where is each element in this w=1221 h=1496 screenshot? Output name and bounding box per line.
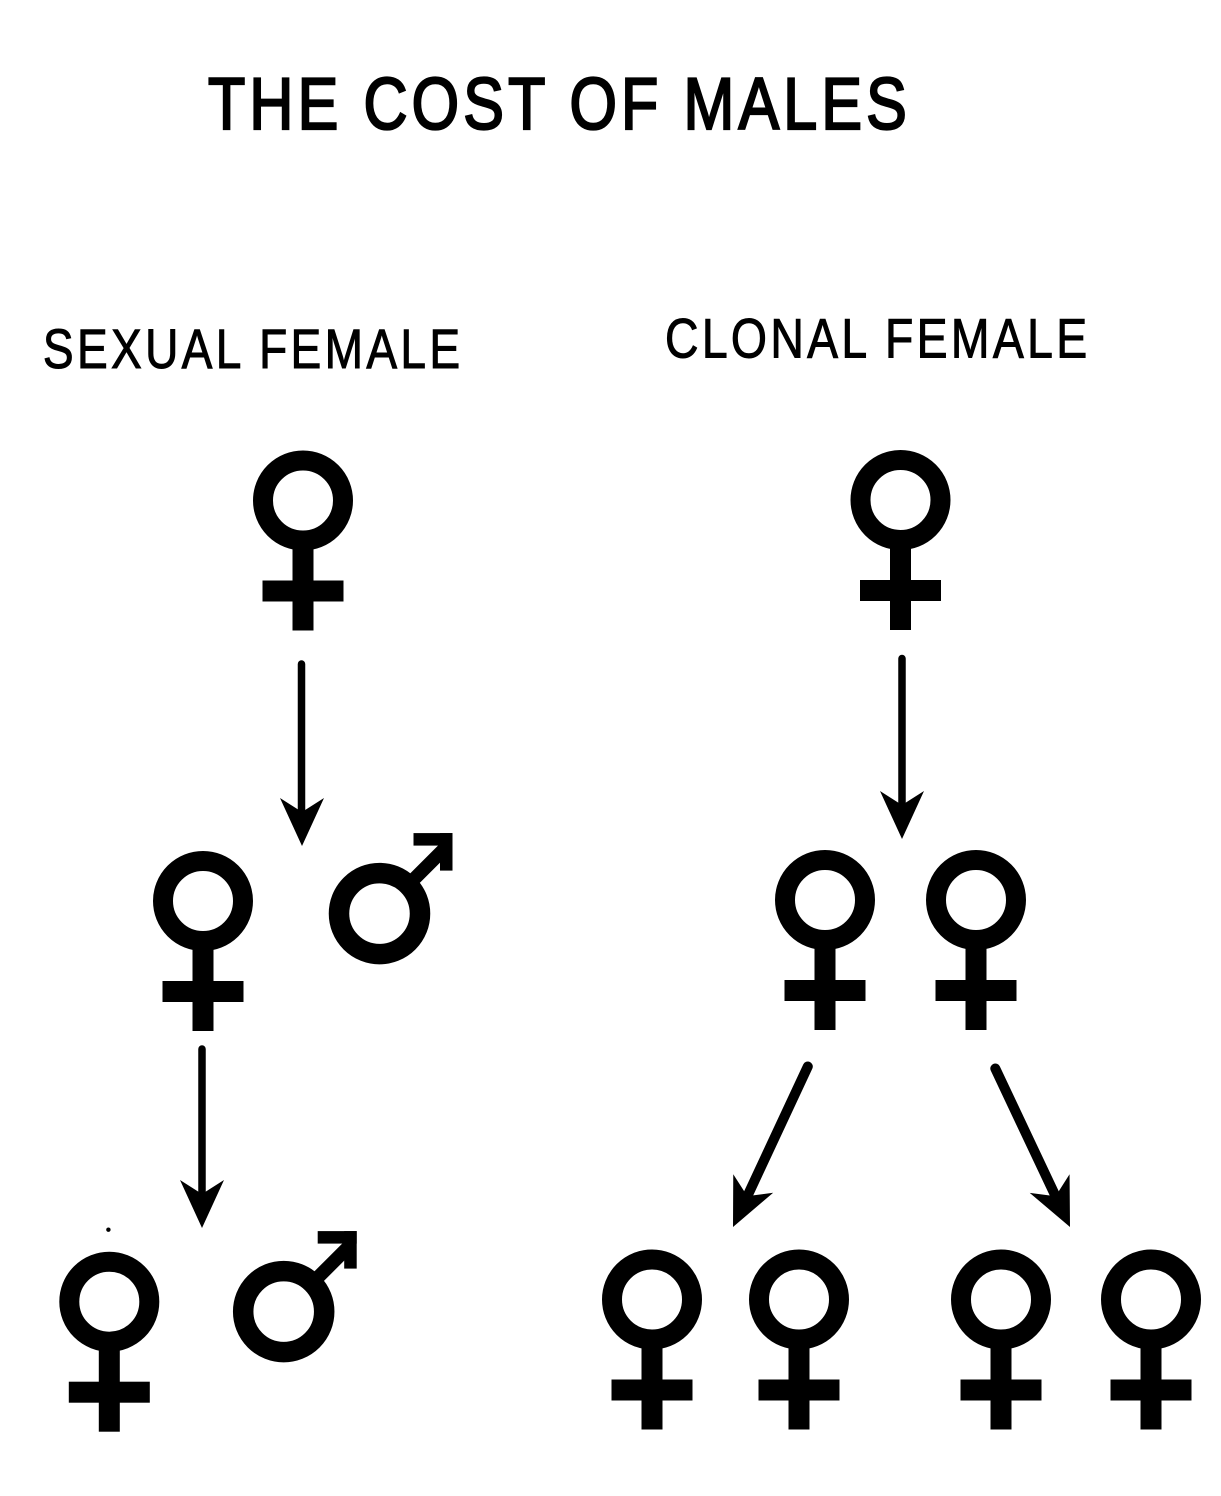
svg-text:CLONAL FEMALE: CLONAL FEMALE: [665, 307, 1091, 369]
svg-text:SEXUAL FEMALE: SEXUAL FEMALE: [43, 318, 464, 380]
svg-text:THE COST OF MALES: THE COST OF MALES: [208, 62, 911, 145]
